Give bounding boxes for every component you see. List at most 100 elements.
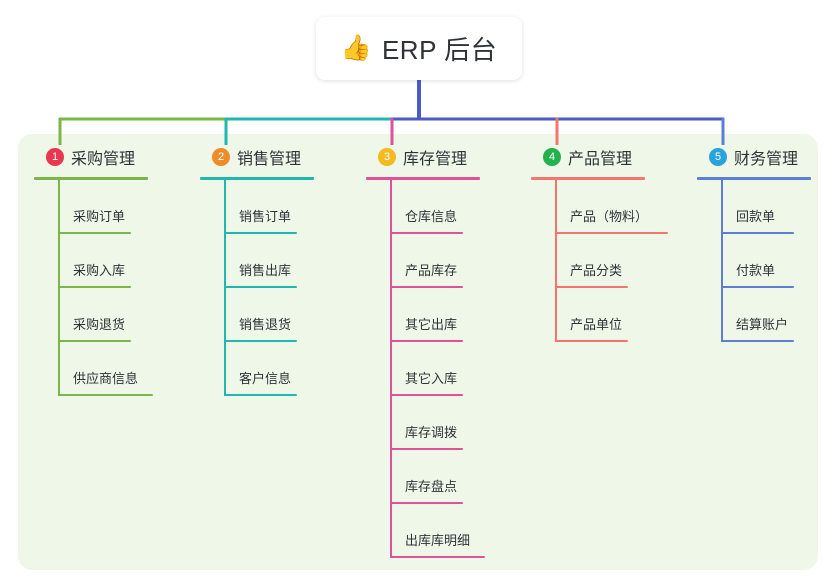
tree-item[interactable]: 其它出库	[366, 288, 480, 342]
column-spine-1	[58, 180, 60, 396]
tree-item-label: 采购入库	[73, 263, 126, 278]
column-header-2[interactable]: 2 销售管理	[200, 145, 314, 169]
tree-item-rule	[390, 340, 463, 342]
column-title-4: 产品管理	[568, 151, 633, 168]
tree-item-label: 客户信息	[239, 371, 292, 386]
tree-item[interactable]: 销售出库	[200, 234, 314, 288]
column-header-rule-1	[34, 177, 148, 180]
tree-item-label: 产品分类	[570, 263, 623, 278]
tree-item-rule	[721, 340, 794, 342]
column-items-1: 采购订单采购入库采购退货供应商信息	[34, 180, 153, 396]
column-4: 4 产品管理产品（物料） 产品分类产品单位	[531, 145, 668, 342]
tree-item[interactable]: 库存盘点	[366, 450, 480, 504]
column-title-1: 采购管理	[71, 151, 136, 168]
thumbs-up-icon: 👍	[340, 34, 372, 62]
tree-item-rule	[390, 286, 463, 288]
column-badge-5: 5	[709, 148, 727, 166]
column-title-2: 销售管理	[237, 151, 302, 168]
tree-item[interactable]: 销售订单	[200, 180, 314, 234]
tree-item-label: 结算账户	[736, 317, 789, 332]
tree-item[interactable]: 产品单位	[531, 288, 645, 342]
tree-item[interactable]: 产品库存	[366, 234, 480, 288]
tree-item-label: 销售出库	[239, 263, 292, 278]
tree-item-rule	[224, 394, 297, 396]
tree-item-label: 采购退货	[73, 317, 126, 332]
tree-item-label: 供应商信息	[73, 371, 139, 386]
column-header-1[interactable]: 1 采购管理	[34, 145, 148, 169]
tree-item[interactable]: 库存调拨	[366, 396, 480, 450]
tree-item-label: 仓库信息	[405, 209, 458, 224]
column-items-4: 产品（物料） 产品分类产品单位	[531, 180, 668, 342]
column-header-rule-4	[531, 177, 645, 180]
tree-item-rule	[224, 286, 297, 288]
tree-item-label: 库存调拨	[405, 425, 458, 440]
column-spine-4	[555, 180, 557, 342]
tree-item-rule	[58, 286, 131, 288]
column-badge-1: 1	[46, 148, 64, 166]
tree-item[interactable]: 产品（物料）	[531, 180, 668, 234]
tree-item-label: 产品库存	[405, 263, 458, 278]
tree-item-rule	[224, 232, 297, 234]
tree-item-rule	[58, 340, 131, 342]
diagram-panel	[18, 134, 818, 570]
tree-item[interactable]: 采购退货	[34, 288, 148, 342]
tree-item[interactable]: 出库库明细	[366, 504, 485, 558]
tree-item-label: 采购订单	[73, 209, 126, 224]
tree-item[interactable]: 产品分类	[531, 234, 645, 288]
column-items-3: 仓库信息产品库存其它出库其它入库库存调拨库存盘点出库库明细	[366, 180, 485, 558]
root-node-title: ERP 后台	[381, 35, 498, 65]
column-badge-4: 4	[543, 148, 561, 166]
tree-item-rule	[390, 232, 463, 234]
tree-item-rule	[721, 286, 794, 288]
tree-item[interactable]: 仓库信息	[366, 180, 480, 234]
tree-item[interactable]: 采购入库	[34, 234, 148, 288]
tree-item-label: 出库库明细	[405, 533, 471, 548]
column-5: 5 财务管理回款单付款单结算账户	[697, 145, 811, 342]
tree-item-rule	[555, 340, 628, 342]
column-badge-3: 3	[378, 148, 396, 166]
column-header-rule-3	[366, 177, 480, 180]
column-2: 2 销售管理销售订单销售出库销售退货客户信息	[200, 145, 314, 396]
tree-item-rule	[390, 394, 463, 396]
column-spine-5	[721, 180, 723, 342]
tree-item[interactable]: 结算账户	[697, 288, 811, 342]
tree-item-label: 库存盘点	[405, 479, 458, 494]
tree-item-label: 销售退货	[239, 317, 292, 332]
column-badge-2: 2	[212, 148, 230, 166]
tree-item[interactable]: 采购订单	[34, 180, 148, 234]
column-1: 1 采购管理采购订单采购入库采购退货供应商信息	[34, 145, 153, 396]
tree-item-rule	[555, 232, 668, 234]
tree-item-label: 付款单	[736, 263, 776, 278]
tree-item-label: 产品单位	[570, 317, 623, 332]
tree-item-rule	[58, 232, 131, 234]
root-node-card[interactable]: 👍 ERP 后台	[316, 17, 522, 80]
tree-item-rule	[721, 232, 794, 234]
tree-item-label: 其它出库	[405, 317, 458, 332]
column-header-4[interactable]: 4 产品管理	[531, 145, 645, 169]
tree-item-rule	[58, 394, 153, 396]
column-header-3[interactable]: 3 库存管理	[366, 145, 480, 169]
column-header-rule-2	[200, 177, 314, 180]
tree-item[interactable]: 其它入库	[366, 342, 480, 396]
column-header-rule-5	[697, 177, 811, 180]
column-3: 3 库存管理仓库信息产品库存其它出库其它入库库存调拨库存盘点出库库明细	[366, 145, 485, 558]
column-items-2: 销售订单销售出库销售退货客户信息	[200, 180, 314, 396]
tree-item-rule	[224, 340, 297, 342]
tree-item-rule	[390, 556, 485, 558]
tree-item-rule	[390, 448, 463, 450]
column-spine-2	[224, 180, 226, 396]
column-title-3: 库存管理	[403, 151, 468, 168]
tree-item[interactable]: 付款单	[697, 234, 811, 288]
column-title-5: 财务管理	[734, 151, 799, 168]
tree-item-label: 产品（物料）	[570, 209, 649, 224]
tree-item-label: 销售订单	[239, 209, 292, 224]
column-items-5: 回款单付款单结算账户	[697, 180, 811, 342]
tree-item[interactable]: 供应商信息	[34, 342, 153, 396]
column-header-5[interactable]: 5 财务管理	[697, 145, 811, 169]
column-spine-3	[390, 180, 392, 558]
tree-item[interactable]: 销售退货	[200, 288, 314, 342]
tree-item[interactable]: 回款单	[697, 180, 811, 234]
tree-item-label: 其它入库	[405, 371, 458, 386]
tree-item-rule	[390, 502, 463, 504]
tree-item[interactable]: 客户信息	[200, 342, 314, 396]
